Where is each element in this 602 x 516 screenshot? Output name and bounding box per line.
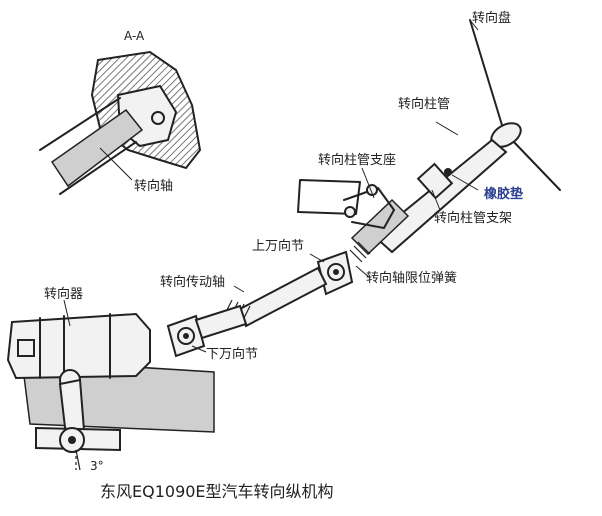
drive-shaft: 转向传动轴 — [160, 266, 328, 328]
seat-bolt — [344, 206, 356, 218]
section-bolt — [151, 111, 165, 125]
label-shaft-limit-spring: 转向轴限位弹簧 — [366, 270, 457, 286]
steering-gear-housing — [6, 312, 151, 380]
column-tube — [372, 138, 508, 254]
label-column-tube-bracket: 转向柱管支架 — [434, 210, 512, 226]
label-steering-column-tube: 转向柱管 — [398, 96, 450, 112]
lower-universal-joint: 下万向节 — [166, 304, 258, 362]
column-tube-seat: 转向柱管支座 — [297, 152, 396, 229]
section-a-a-detail: A-A 转向轴 — [39, 29, 202, 195]
label-drive-shaft: 转向传动轴 — [160, 274, 225, 290]
rubber-pad-bolt — [444, 168, 452, 176]
label-steering-wheel: 转向盘 — [472, 10, 511, 26]
gear-end-cap — [17, 339, 35, 357]
steering-wheel: 转向盘 — [454, 10, 582, 202]
label-lower-universal-joint: 下万向节 — [206, 346, 258, 362]
seat-plate — [297, 179, 361, 215]
rubber-pad-block — [416, 162, 454, 200]
steering-gear-assembly: 3° 转向器 — [6, 286, 215, 473]
diagram-caption: 东风EQ1090E型汽车转向纵机构 — [100, 482, 334, 501]
label-steering-gear: 转向器 — [44, 286, 83, 302]
section-steering-shaft — [50, 108, 144, 188]
label-column-tube-seat: 转向柱管支座 — [318, 152, 396, 168]
section-label: A-A — [124, 29, 145, 43]
angle-label: 3° — [90, 459, 104, 473]
label-steering-shaft: 转向轴 — [134, 178, 173, 194]
label-upper-universal-joint: 上万向节 — [252, 238, 304, 254]
steering-column: 转向柱管 橡胶垫 转向柱管支架 — [350, 96, 523, 256]
label-rubber-pad: 橡胶垫 — [484, 186, 523, 202]
